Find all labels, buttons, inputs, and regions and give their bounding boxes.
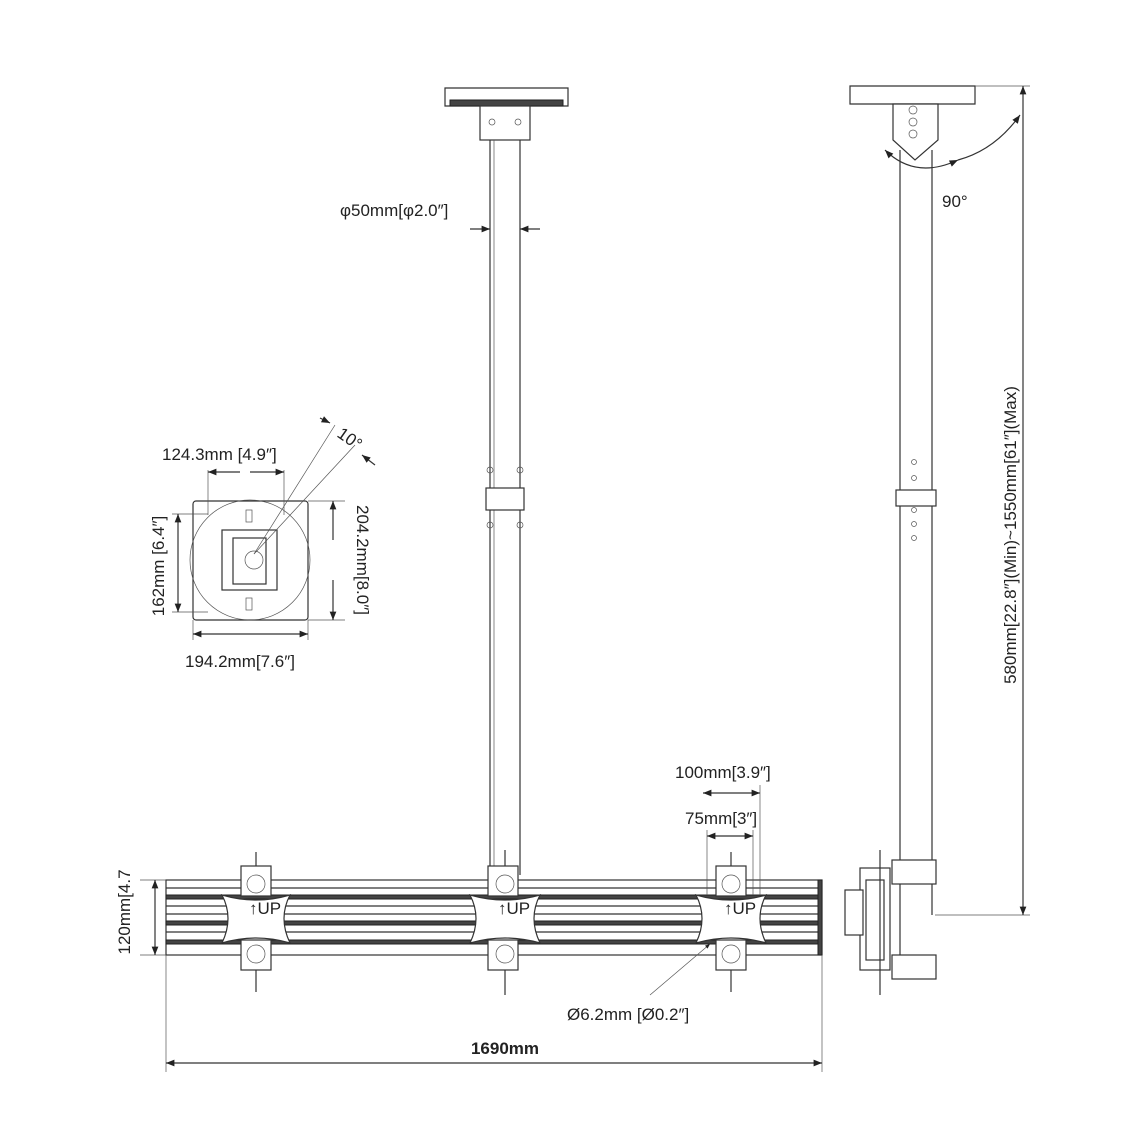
height-range-label: 580mm[22.8″](Min)~1550mm[61″](Max) bbox=[1001, 386, 1020, 684]
plate-width-label: 194.2mm[7.6″] bbox=[185, 652, 295, 671]
hole-diameter-label: Ø6.2mm [Ø0.2″] bbox=[567, 1005, 689, 1024]
vesa-plate-left: ↑UP bbox=[220, 852, 292, 992]
bar-height-dimension: 120mm[4.7 bbox=[115, 869, 166, 956]
vesa-plate-center: ↑UP bbox=[468, 850, 542, 995]
height-dimension: 580mm[22.8″](Min)~1550mm[61″](Max) bbox=[935, 85, 1030, 916]
ceiling-plate-detail: 124.3mm [4.9″] 10° 162mm [6.4″] 204.2mm[… bbox=[149, 416, 376, 671]
side-bar-bracket bbox=[844, 850, 937, 995]
vesa-plate-right: ↑UP bbox=[694, 852, 768, 992]
plate-height-label: 162mm [6.4″] bbox=[149, 516, 168, 617]
vesa-100-label: 100mm[3.9″] bbox=[675, 763, 771, 782]
plate-hole-spacing-label: 124.3mm [4.9″] bbox=[162, 445, 277, 464]
plate-diagonal-label: 204.2mm[8.0″] bbox=[353, 505, 372, 615]
tilt-angle-label: 90° bbox=[942, 192, 968, 211]
side-ceiling-plate: 90° bbox=[849, 85, 1021, 211]
bar-length-dimension: 1690mm bbox=[165, 955, 823, 1072]
vesa-75-label: 75mm[3″] bbox=[685, 809, 757, 828]
front-pole bbox=[485, 140, 525, 875]
pole-diameter-dimension: φ50mm[φ2.0″] bbox=[340, 201, 540, 233]
up-mark: ↑UP bbox=[249, 899, 281, 918]
up-mark: ↑UP bbox=[498, 899, 530, 918]
front-ceiling-plate bbox=[444, 87, 569, 141]
pole-diameter-label: φ50mm[φ2.0″] bbox=[340, 201, 448, 220]
up-mark: ↑UP bbox=[724, 899, 756, 918]
bar-length-label: 1690mm bbox=[471, 1039, 539, 1058]
plate-rotation-label: 10° bbox=[334, 424, 366, 454]
vesa-dimensions: 100mm[3.9″] 75mm[3″] Ø6.2mm [Ø0.2″] bbox=[567, 763, 771, 1024]
bar-height-label: 120mm[4.7 bbox=[115, 869, 134, 954]
side-pole bbox=[895, 150, 937, 975]
